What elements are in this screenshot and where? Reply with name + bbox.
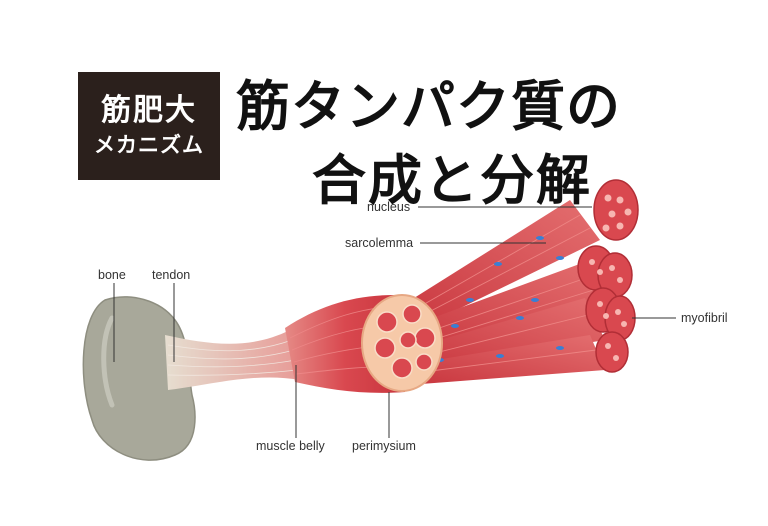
label-tendon: tendon: [152, 268, 190, 282]
label-myofibril: myofibril: [681, 311, 728, 325]
label-sarcolemma: sarcolemma: [345, 236, 413, 250]
label-perimysium: perimysium: [352, 439, 416, 453]
label-muscle-belly: muscle belly: [256, 439, 326, 453]
badge-title: 筋肥大: [101, 93, 197, 128]
label-nucleus: nucleus: [367, 200, 410, 214]
category-badge: 筋肥大 メカニズム: [78, 72, 220, 180]
nuclei: [436, 236, 564, 362]
badge-subtitle: メカニズム: [94, 133, 204, 157]
tendon-fibers: [167, 339, 299, 376]
fiber-ends: [577, 179, 639, 373]
page-title-line-1: 筋タンパク質の: [236, 75, 621, 138]
perimysium-fascicles: [374, 304, 436, 379]
tendon-shape: [165, 330, 300, 390]
leader-lines: [113, 206, 676, 438]
fascicle-bundles: [395, 200, 610, 385]
myofibril-dots: [589, 194, 632, 361]
label-bone: bone: [98, 268, 126, 282]
bone-highlight: [101, 315, 115, 408]
page-title-line-2: 合成と分解: [312, 149, 592, 212]
